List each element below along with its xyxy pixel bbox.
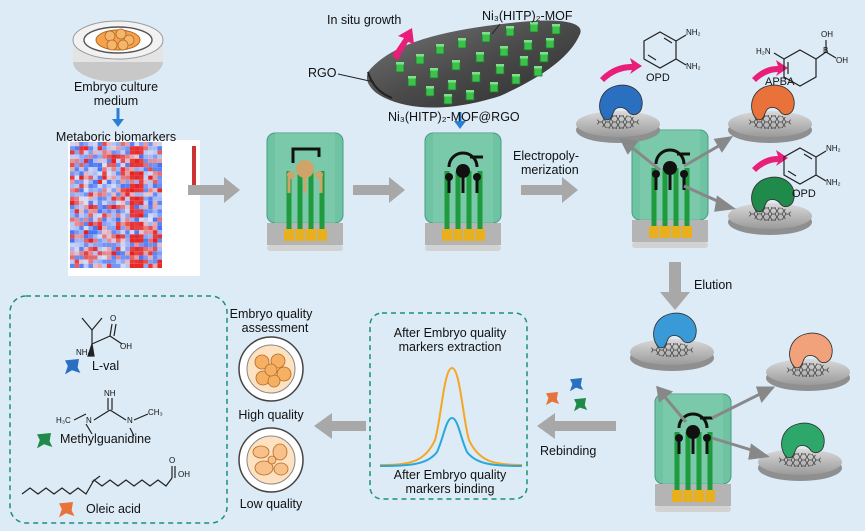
pink-arrows-templates — [600, 58, 788, 172]
rebinding-label: Rebinding — [540, 444, 597, 458]
opd-molecule-top — [643, 31, 687, 69]
quality-title-2: assessment — [241, 321, 309, 335]
bare-electrode — [267, 133, 343, 251]
opd-molecule-bottom — [783, 147, 827, 185]
lval-nh2: NH₂ — [76, 348, 91, 357]
opd-top-label: OPD — [646, 72, 670, 84]
opd-bottom-nh2-1: NH₂ — [826, 144, 841, 153]
blue-arrowhead-2 — [454, 121, 466, 129]
curve-extraction — [379, 366, 523, 466]
oleic-oh: OH — [178, 470, 190, 479]
marker-orange-icon — [546, 392, 560, 406]
extraction-label-2: markers extraction — [398, 340, 502, 354]
mg-nh: NH — [104, 389, 116, 398]
spread-arrows-bottom — [656, 385, 776, 460]
rgo-label: RGO — [308, 66, 337, 80]
eluted-electrode — [655, 394, 731, 512]
blue-arrowhead — [112, 119, 124, 127]
disc-opd-green — [728, 176, 812, 235]
oleic-acid-label: Oleic acid — [86, 502, 141, 516]
modified-electrode — [425, 133, 501, 251]
marker-legend-box — [9, 295, 228, 524]
oleic-acid-marker-icon — [59, 502, 75, 518]
opd-top-nh2-2: NH₂ — [686, 62, 701, 71]
rgo-mof-sheet — [366, 20, 581, 108]
marker-blue-icon — [570, 378, 584, 392]
low-quality-embryo-icon — [238, 427, 304, 493]
quality-arrow — [314, 413, 366, 439]
mg-n-1: N — [86, 416, 92, 425]
in-situ-pink-arrow — [392, 28, 414, 60]
apba-h2n: H₂N — [756, 47, 771, 56]
petri-dish-icon — [72, 20, 164, 82]
spread-arrows-top — [619, 136, 736, 212]
lval-oh: OH — [120, 342, 132, 351]
low-quality-label: Low quality — [239, 497, 303, 511]
high-quality-label: High quality — [238, 408, 304, 422]
gray-arrows-top — [188, 177, 578, 203]
high-quality-embryo-icon — [238, 336, 304, 402]
apba-b: B — [823, 46, 829, 55]
opd-top-nh2-1: NH₂ — [686, 28, 701, 37]
composite-label: Ni₃(HITP)₂-MOF@RGO — [388, 110, 520, 124]
lval-marker-icon — [65, 359, 81, 375]
elution-arrow — [660, 262, 690, 310]
extraction-label-1: After Embryo quality — [393, 326, 507, 340]
apba-label: APBA — [765, 76, 795, 88]
apba-oh-2: OH — [836, 56, 848, 65]
electropolymerization-label-2: merization — [521, 163, 579, 177]
curve-binding — [379, 416, 523, 467]
mg-n-2: N — [127, 416, 133, 425]
elution-label: Elution — [694, 278, 733, 292]
disc-eluted-green — [758, 422, 842, 481]
embryo-medium-label-1: Embryo culture — [73, 80, 159, 94]
oleic-o: O — [169, 456, 176, 465]
signal-box — [369, 312, 528, 500]
marker-green-icon — [574, 398, 588, 412]
embryo-medium-label-2: medium — [93, 94, 139, 108]
mip-electrode — [632, 130, 708, 248]
apba-oh-1: OH — [821, 30, 833, 39]
binding-label-1: After Embryo quality — [393, 468, 507, 482]
binding-label-2: markers binding — [405, 482, 495, 496]
in-situ-growth-label: In situ growth — [327, 13, 402, 27]
mof-pointer — [491, 23, 501, 35]
methylguanidine-label: Methylguanidine — [60, 432, 152, 446]
opd-bottom-label: OPD — [792, 188, 816, 200]
mof-label: Ni₃(HITP)₂-MOF — [482, 9, 573, 23]
apba-molecule — [773, 40, 837, 87]
lval-structure — [81, 317, 123, 357]
disc-eluted-blue — [630, 312, 714, 371]
opd-bottom-nh2-2: NH₂ — [826, 178, 841, 187]
lval-label: L-val — [92, 359, 120, 373]
metabolite-heatmap — [68, 140, 200, 276]
lval-o: O — [110, 314, 117, 323]
methylguanidine-structure — [73, 398, 149, 437]
rebinding-arrow — [537, 413, 616, 439]
mg-h3c: H₃C — [56, 416, 71, 425]
methylguanidine-marker-icon — [37, 433, 53, 449]
rgo-pointer — [337, 73, 375, 83]
disc-opd-blue — [576, 84, 660, 143]
electropolymerization-label-1: Electropoly- — [513, 149, 579, 163]
disc-eluted-orange — [766, 332, 850, 391]
quality-title-1: Embryo quality — [229, 307, 313, 321]
metabolic-biomarkers-label: Metaboric biomarkers — [55, 130, 177, 144]
oleic-acid-structure — [21, 466, 176, 495]
mg-ch3: CH₃ — [148, 408, 163, 417]
disc-apba-orange — [728, 84, 812, 143]
